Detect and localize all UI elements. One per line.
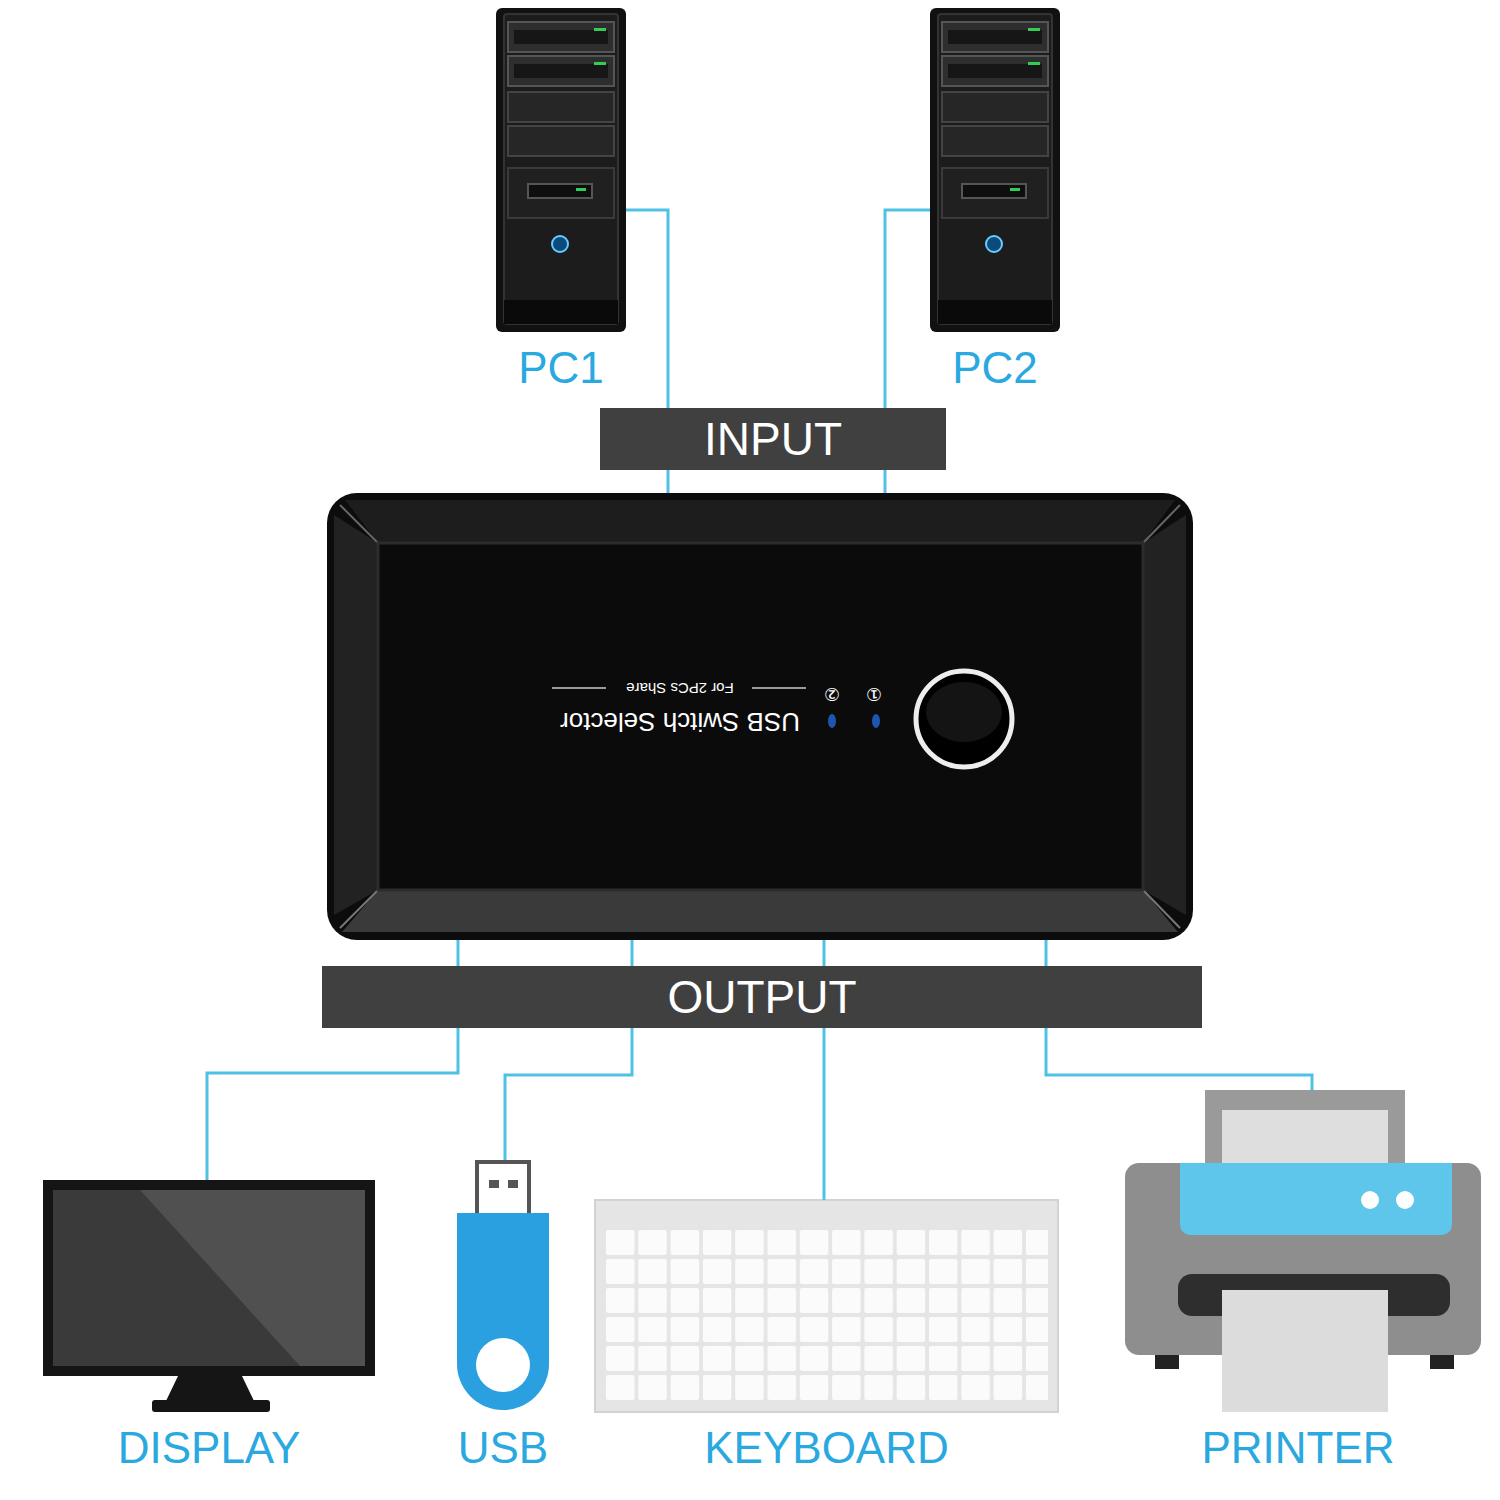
output-band: OUTPUT [322, 966, 1202, 1028]
node-label: PC2 [952, 343, 1038, 400]
monitor-frame [43, 1180, 375, 1376]
bevel-edge [1143, 890, 1180, 928]
switch-box: USB Switch Selector For 2PCs Share ①② [327, 493, 1193, 940]
paper-in [1222, 1110, 1388, 1170]
node-label: PC1 [518, 343, 604, 400]
screen-glare [140, 1190, 365, 1366]
node-label: PRINTER [1201, 1423, 1394, 1480]
usb-body [457, 1213, 549, 1410]
printer-button [1361, 1191, 1379, 1209]
switch-bevel [342, 890, 1178, 932]
panel-rule [552, 687, 606, 689]
usb-device: USB [442, 1160, 564, 1480]
node-label: OUTPUT [667, 971, 856, 1024]
led-indicator [828, 714, 836, 728]
port-number: ② [819, 683, 845, 705]
monitor-base [152, 1400, 270, 1412]
bevel-edge [340, 505, 378, 543]
input-band: INPUT [600, 408, 946, 470]
printer-foot [1430, 1355, 1454, 1369]
product-name: USB Switch Selector [520, 706, 840, 738]
display-device: DISPLAY [43, 1180, 375, 1480]
node-label: KEYBOARD [704, 1423, 949, 1480]
pc-tower [930, 8, 1060, 332]
switch-bevel [345, 500, 1175, 543]
keyboard-body [595, 1200, 1058, 1412]
bevel-edge [1143, 505, 1180, 543]
led-indicator [872, 714, 880, 728]
printer-button [1396, 1191, 1414, 1209]
usb-plug [477, 1162, 529, 1216]
usb-contact [508, 1180, 518, 1188]
paper-tray [1205, 1090, 1405, 1170]
printer-device: PRINTER [1120, 1090, 1476, 1480]
node-label: INPUT [704, 413, 842, 466]
keyboard-keys [606, 1230, 1048, 1402]
switch-panel [378, 543, 1143, 890]
usb-contact [489, 1180, 499, 1188]
monitor-screen [53, 1190, 365, 1366]
switch-bevel [334, 515, 378, 915]
node-label: USB [458, 1423, 548, 1480]
computer-tower: PC2 [930, 8, 1060, 400]
panel-rule [752, 687, 806, 689]
keyboard-device: KEYBOARD [595, 1200, 1058, 1480]
printer-foot [1155, 1355, 1179, 1369]
product-subtitle: For 2PCs Share [580, 678, 780, 698]
monitor-neck [166, 1376, 254, 1401]
computer-tower: PC1 [496, 8, 626, 400]
select-button [916, 671, 1012, 767]
usb-hole [476, 1338, 530, 1392]
paper-out [1222, 1290, 1388, 1412]
bevel-edge [340, 890, 378, 928]
switch-bevel [1143, 515, 1186, 915]
printer-panel [1180, 1163, 1452, 1183]
button-face [926, 682, 1002, 742]
port-number: ① [861, 683, 887, 705]
printer-panel [1180, 1163, 1452, 1235]
node-label: DISPLAY [118, 1423, 301, 1480]
switch-frame [327, 493, 1193, 940]
pc-tower [496, 8, 626, 332]
